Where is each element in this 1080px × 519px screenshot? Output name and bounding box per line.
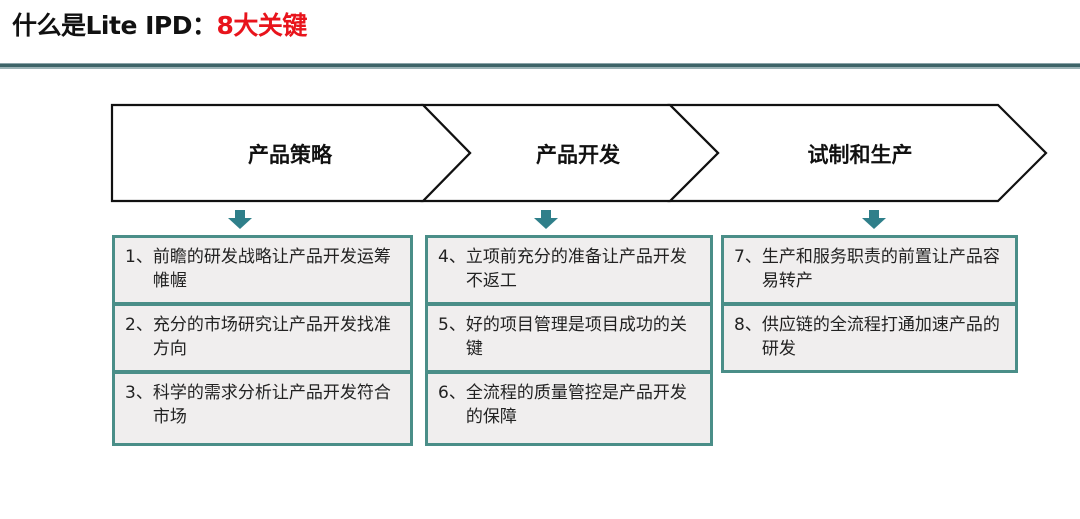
item-text: 充分的市场研究让产品开发找准方向 xyxy=(152,315,391,359)
key-item-card: 1、前瞻的研发战略让产品开发运筹帷幄 xyxy=(112,235,413,305)
item-text: 全流程的质量管控是产品开发的保障 xyxy=(465,383,687,427)
item-text: 前瞻的研发战略让产品开发运筹帷幄 xyxy=(152,247,391,291)
stage-label-trial-production: 试制和生产 xyxy=(807,143,913,167)
stage-label-product-development: 产品开发 xyxy=(536,143,620,167)
arrow-down-icon xyxy=(534,210,558,229)
item-number: 7、 xyxy=(734,247,762,267)
item-text: 供应链的全流程打通加速产品的研发 xyxy=(761,315,1000,359)
item-text: 生产和服务职责的前置让产品容易转产 xyxy=(761,247,1000,291)
item-number: 5、 xyxy=(438,315,466,335)
key-item-card: 7、生产和服务职责的前置让产品容易转产 xyxy=(721,235,1018,305)
item-number: 4、 xyxy=(438,247,466,267)
key-item-card: 4、立项前充分的准备让产品开发不返工 xyxy=(425,235,713,305)
arrow-down-icon xyxy=(228,210,252,229)
item-number: 3、 xyxy=(125,383,153,403)
item-number: 6、 xyxy=(438,383,466,403)
title-prefix: 什么是Lite IPD： xyxy=(12,11,217,40)
title-accent: 8大关键 xyxy=(216,11,308,40)
item-text: 好的项目管理是项目成功的关键 xyxy=(465,315,687,359)
item-text: 立项前充分的准备让产品开发不返工 xyxy=(465,247,687,291)
header-divider xyxy=(0,63,1080,69)
item-text: 科学的需求分析让产品开发符合市场 xyxy=(152,383,391,427)
key-item-card: 8、供应链的全流程打通加速产品的研发 xyxy=(721,303,1018,373)
item-number: 1、 xyxy=(125,247,153,267)
item-number: 2、 xyxy=(125,315,153,335)
key-item-card: 2、充分的市场研究让产品开发找准方向 xyxy=(112,303,413,373)
stage-label-product-strategy: 产品策略 xyxy=(248,143,332,167)
key-item-card: 6、全流程的质量管控是产品开发的保障 xyxy=(425,371,713,446)
key-item-card: 5、好的项目管理是项目成功的关键 xyxy=(425,303,713,373)
chevron-stage-1 xyxy=(110,103,472,203)
item-number: 8、 xyxy=(734,315,762,335)
page-title: 什么是Lite IPD：8大关键 xyxy=(12,6,307,46)
key-item-card: 3、科学的需求分析让产品开发符合市场 xyxy=(112,371,413,446)
arrow-down-icon xyxy=(862,210,886,229)
